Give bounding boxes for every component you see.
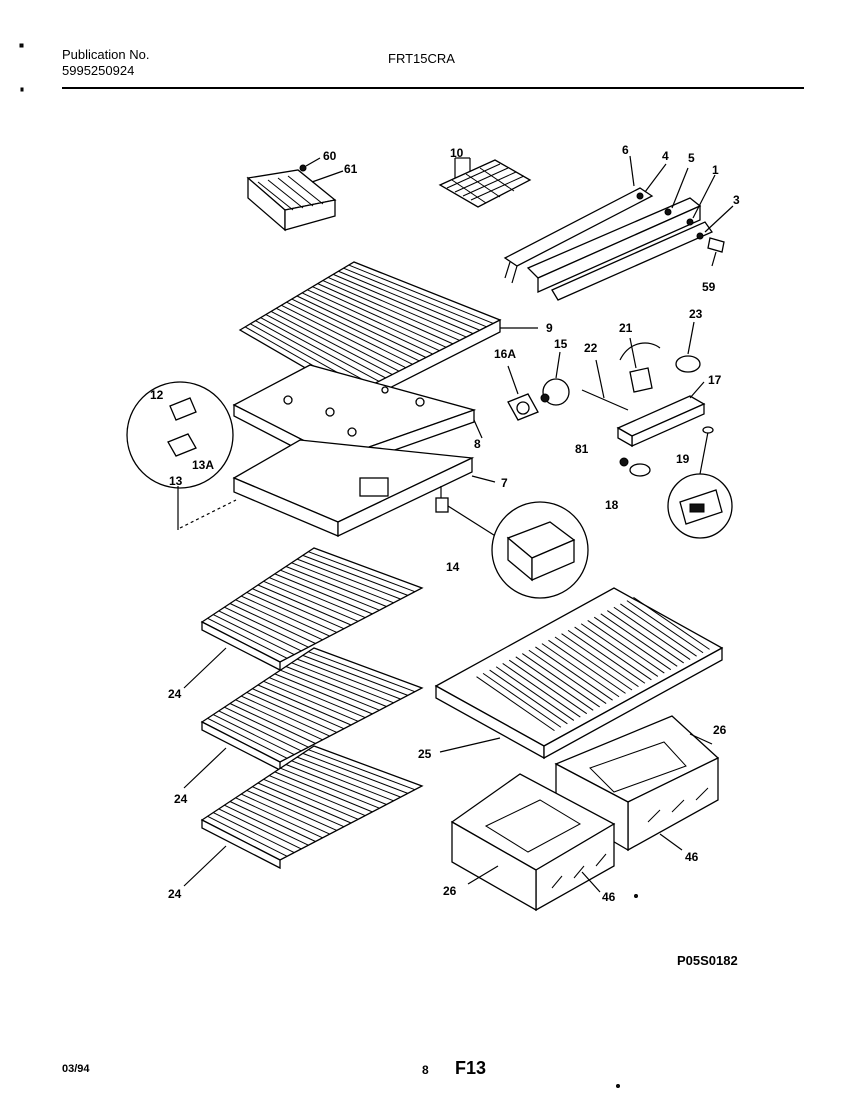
callout-6: 6	[622, 143, 629, 157]
wire-shelf-part	[183, 745, 424, 887]
light-bulb-part	[540, 351, 570, 406]
callout-61: 61	[344, 162, 358, 176]
callout-22: 22	[584, 341, 598, 355]
callout-59: 59	[702, 280, 716, 294]
crisper-cover-part	[434, 587, 724, 760]
callout-8: 8	[474, 437, 481, 451]
model-number: FRT15CRA	[388, 51, 455, 66]
callout-12: 12	[150, 388, 164, 402]
callout-labels: 60 61 10 6 4 5 1 3 59 9 16A 15 22 21 23 …	[150, 143, 740, 904]
footer-page: 8	[422, 1063, 429, 1077]
control-housing-part	[616, 381, 706, 448]
publication-label: Publication No.	[62, 47, 150, 62]
divider-part	[232, 439, 496, 538]
callout-4: 4	[662, 149, 669, 163]
rail-assembly	[503, 155, 734, 301]
callout-15: 15	[554, 337, 568, 351]
callout-10: 10	[450, 146, 464, 160]
callout-23: 23	[689, 307, 703, 321]
callout-26-right: 26	[713, 723, 727, 737]
callout-18: 18	[605, 498, 619, 512]
callout-46-left: 46	[602, 890, 616, 904]
light-socket-part	[507, 365, 539, 421]
callout-81: 81	[575, 442, 589, 456]
footer-figure: F13	[455, 1058, 486, 1078]
ice-bin-part	[246, 157, 344, 232]
callout-24-bottom: 24	[168, 887, 182, 901]
header-rule	[62, 87, 804, 89]
callout-26-left: 26	[443, 884, 457, 898]
light-switch-part	[435, 486, 498, 538]
ice-tray-part	[438, 157, 532, 208]
callout-13: 13	[169, 474, 183, 488]
callout-5: 5	[688, 151, 695, 165]
callout-9: 9	[546, 321, 553, 335]
screw-part	[619, 457, 629, 467]
callout-14: 14	[446, 560, 460, 574]
detail-circle-hinge	[126, 381, 237, 530]
wire-shelf-part	[183, 547, 424, 689]
stray-dot	[634, 894, 638, 898]
crisper-drawer-left	[450, 773, 616, 912]
callout-7: 7	[501, 476, 508, 490]
callout-13a: 13A	[192, 458, 214, 472]
margin-mark	[19, 43, 24, 48]
callout-16a: 16A	[494, 347, 516, 361]
thermostat-part	[619, 337, 661, 393]
publication-number: 5995250924	[62, 63, 135, 78]
callout-17: 17	[708, 373, 722, 387]
callout-21: 21	[619, 321, 633, 335]
knob-part	[629, 463, 651, 477]
callout-60: 60	[323, 149, 337, 163]
damper-control-part	[675, 321, 701, 373]
callout-25: 25	[418, 747, 432, 761]
callout-19: 19	[676, 452, 690, 466]
callout-3: 3	[733, 193, 740, 207]
drawing-id: P05S0182	[677, 953, 738, 968]
stray-dot	[616, 1084, 620, 1088]
callout-24-middle: 24	[174, 792, 188, 806]
refrigerator-shelves	[183, 547, 424, 887]
margin-mark	[20, 87, 24, 92]
detail-circle-switch	[667, 426, 733, 539]
callout-1: 1	[712, 163, 719, 177]
callout-24-top: 24	[168, 687, 182, 701]
footer-date: 03/94	[62, 1063, 90, 1075]
detail-circle-light-switch	[491, 501, 589, 599]
wire-harness-part	[581, 359, 629, 411]
callout-46-right: 46	[685, 850, 699, 864]
